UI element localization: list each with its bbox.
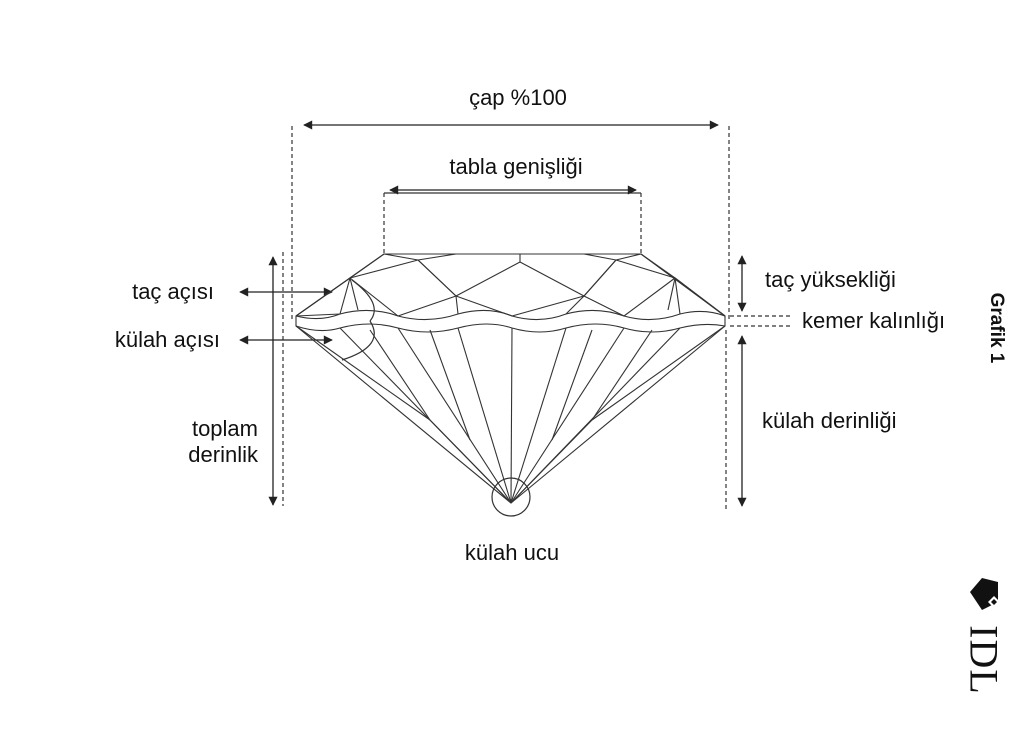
crown-star-facets	[349, 259, 676, 297]
table-width-label: tabla genişliği	[449, 154, 583, 179]
pavilion-angle-arc	[341, 320, 375, 361]
crown-facet	[667, 277, 676, 311]
crown-facet	[417, 259, 457, 297]
pavilion-lower-girdle-facet	[551, 329, 593, 441]
idl-logo: IDL	[961, 572, 1007, 702]
girdle-thickness-label: kemer kalınlığı	[802, 308, 946, 333]
diamond-outline	[295, 253, 726, 504]
pavilion-main-facet	[510, 327, 625, 504]
culet-circle	[491, 477, 531, 517]
crown-facet	[295, 253, 385, 317]
crown-angle-label: taç açısı	[132, 279, 214, 304]
crown-facet	[383, 253, 457, 261]
girdle-bottom-line	[295, 323, 726, 333]
culet-label: külah ucu	[464, 540, 560, 565]
crown-facet	[349, 277, 359, 311]
logo-text: IDL	[961, 625, 1007, 695]
pavilion-angle-label: külah açısı	[114, 327, 220, 352]
crown-facet	[583, 253, 642, 261]
crown-angle-arc	[351, 279, 375, 322]
pavilion-lower-girdle-facet	[369, 329, 431, 421]
total-depth-label-line1: toplam	[191, 416, 258, 441]
figure-caption: Grafik 1	[986, 292, 1007, 364]
pavilion-main-facet	[510, 327, 513, 504]
pavilion-main-facet	[397, 327, 512, 504]
pavilion-main-facet	[510, 327, 567, 504]
pavilion-depth-label: külah derinliği	[762, 408, 897, 433]
crown-facet	[583, 277, 681, 317]
crown-height-label: taç yüksekliği	[765, 267, 896, 292]
pavilion-lower-girdle-facet	[429, 329, 471, 441]
crown-facet	[674, 277, 726, 317]
crown-facet	[583, 259, 617, 297]
total-depth-label-line2: derinlik	[188, 442, 258, 467]
angle-markers	[341, 279, 531, 517]
diamond-silhouette	[295, 253, 726, 504]
diamond-icon	[970, 578, 1000, 610]
pavilion-main-facet	[457, 327, 512, 504]
crown-facet	[349, 277, 459, 317]
measurement-arrows	[239, 120, 747, 507]
pavilion-lower-girdle-facet	[591, 329, 653, 421]
diameter-label: çap %100	[469, 85, 567, 110]
crown-facet	[455, 295, 585, 317]
crown-facet	[295, 277, 351, 317]
